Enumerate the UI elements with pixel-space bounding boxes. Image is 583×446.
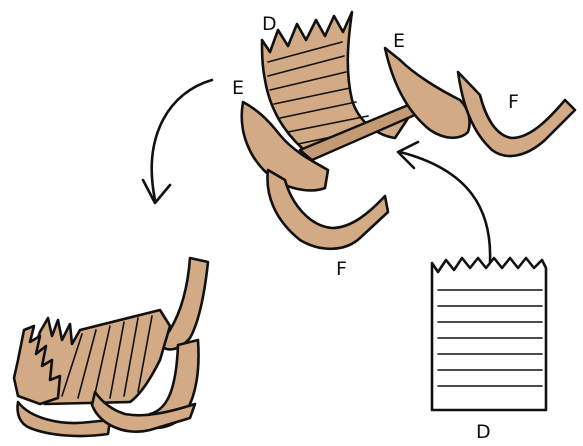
assembled-result [14, 258, 208, 436]
label-d-top: D [262, 13, 277, 35]
arrow-left [143, 80, 212, 203]
label-d-bottom: D [476, 421, 491, 443]
label-e-right: E [393, 30, 405, 52]
top-assembly [242, 12, 575, 249]
arrow-right [398, 142, 490, 262]
flat-paper-d [432, 258, 546, 410]
label-e-left: E [232, 77, 244, 99]
right-side-piece-f [458, 72, 575, 156]
paper-sheet [432, 258, 546, 410]
label-f-right: F [508, 91, 519, 113]
label-f-bottom: F [336, 258, 347, 280]
left-side-piece-f [267, 170, 388, 249]
